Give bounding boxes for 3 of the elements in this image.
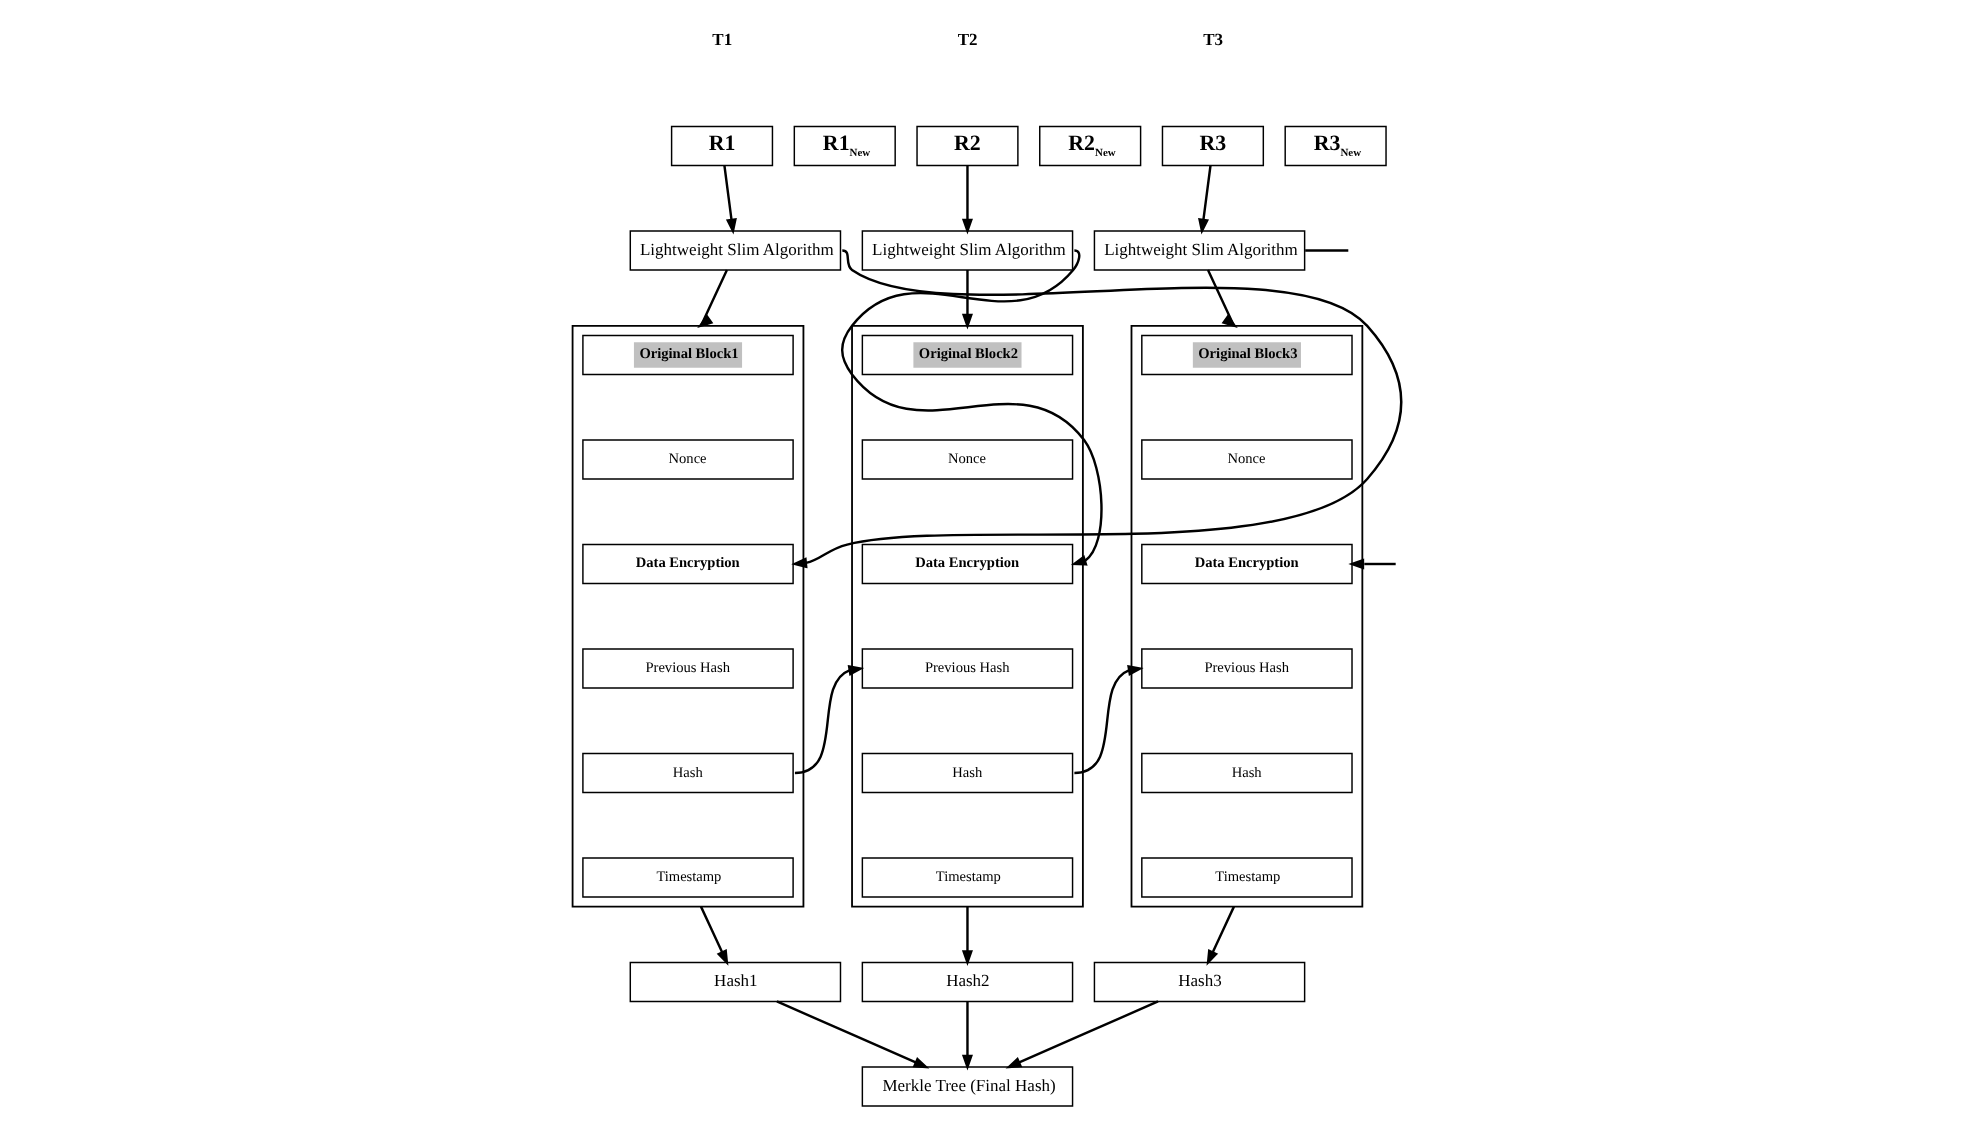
label: T3 [1203, 28, 1224, 49]
label: T2 [957, 28, 978, 49]
label: T1 [712, 28, 733, 49]
